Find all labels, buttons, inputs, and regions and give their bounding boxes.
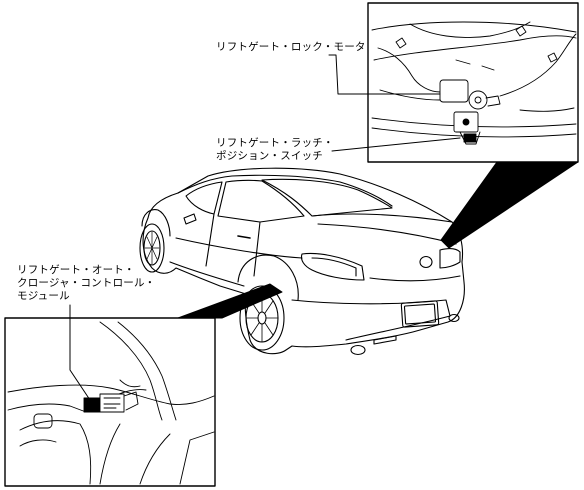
- car-front-wheel-arch: [141, 209, 171, 237]
- connector-clips: [395, 25, 558, 63]
- car-license-plate: [400, 300, 440, 328]
- car-body-outline: [142, 167, 465, 355]
- closure-module-connectors: [103, 397, 121, 409]
- car-rear-spokes: [245, 293, 279, 343]
- wire-harness-left: [377, 47, 441, 93]
- closure-module-bracket: [99, 393, 125, 413]
- lock-motor-arm: [485, 95, 501, 107]
- car-front-rim: [143, 230, 161, 266]
- lock-motor-body: [439, 79, 469, 103]
- trunk-opening-edge-2: [117, 321, 177, 421]
- car-emblem: [419, 255, 433, 269]
- panel-detail-lines: [379, 59, 575, 112]
- car-front-spokes: [144, 231, 160, 265]
- car-door-handle: [237, 235, 251, 239]
- liftgate-inner-panel-top: [371, 21, 577, 33]
- trunk-trim-lower: [7, 403, 87, 413]
- latch-switch-callout: リフトゲート・ラッチ・ ポジション・スイッチ: [216, 137, 334, 163]
- car-side-mirror: [183, 213, 197, 225]
- car-rocker: [169, 261, 245, 287]
- liftgate-inner-panel-curve: [373, 35, 577, 61]
- upper-detail-box: [328, 2, 579, 163]
- car-tail-lamp-right: [439, 248, 461, 269]
- car-roof: [177, 174, 393, 207]
- closure-module-leader: [69, 304, 91, 401]
- lower-detail-box: [4, 304, 216, 487]
- car-front-tire: [139, 223, 165, 273]
- car-exhaust-right: [448, 313, 460, 323]
- trunk-side-panel-2: [19, 439, 57, 447]
- car-tail-lamp-left: [300, 252, 365, 281]
- lock-motor-callout-line-1: リフトゲート・ロック・モータ: [216, 41, 366, 53]
- car-side-window-front: [185, 181, 223, 215]
- lock-motor-gear: [468, 90, 488, 110]
- car-tail-lamp-left-inner: [311, 257, 357, 277]
- latch-switch-callout-line-2: ポジション・スイッチ: [216, 150, 323, 162]
- upper-detail-wedge: [440, 161, 579, 249]
- car-rear-window: [261, 178, 393, 217]
- lock-motor-gear-hub: [474, 96, 482, 104]
- car-trunk-edge: [369, 275, 461, 282]
- car-door-line: [205, 213, 261, 277]
- latch-bolt: [462, 118, 470, 126]
- upper-detail-drawing: [371, 21, 577, 145]
- trunk-opening-edge: [99, 321, 163, 421]
- trunk-floor-lines: [99, 423, 215, 485]
- closure-module-callout-line-3: モジュール: [17, 290, 70, 302]
- car-side-window-rear: [217, 179, 305, 223]
- car-rear-hub: [257, 311, 267, 325]
- wire-harness-right: [499, 33, 577, 97]
- closure-module-callout-line-1: リフトゲート・オート・: [17, 264, 135, 276]
- car-rear-tire: [239, 285, 285, 351]
- latch-hook: [459, 131, 481, 145]
- car-illustration: [139, 167, 465, 356]
- latch-switch-callout-line-1: リフトゲート・ラッチ・: [216, 137, 334, 149]
- car-rear-bumper: [291, 299, 451, 341]
- lower-detail-drawing: [7, 321, 215, 485]
- closure-module-callout: リフトゲート・オート・ クロージャ・コントロール・ モジュール: [17, 264, 155, 303]
- lock-motor-leader: [328, 54, 441, 95]
- trunk-vent-opening: [33, 413, 53, 429]
- lock-motor-callout: リフトゲート・ロック・モータ: [216, 41, 366, 54]
- car-license-plate-inner: [403, 303, 437, 325]
- closure-module-body: [83, 397, 101, 413]
- car-trunk-lid: [311, 213, 457, 245]
- closure-module-mount: [123, 391, 139, 411]
- car-bumper-reflector: [373, 335, 397, 345]
- latch-switch-leader: [331, 137, 461, 152]
- car-exhaust-left: [350, 344, 366, 356]
- latch-switch: [463, 133, 477, 143]
- car-character-line: [175, 237, 303, 259]
- trunk-side-panel: [19, 420, 92, 485]
- closure-module-callout-line-2: クロージャ・コントロール・: [17, 277, 156, 289]
- trunk-trim-top: [7, 384, 215, 405]
